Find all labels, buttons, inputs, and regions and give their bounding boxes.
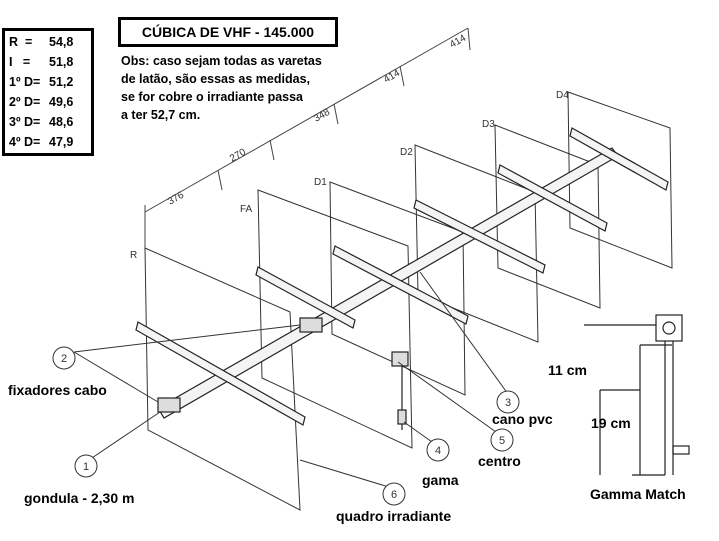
callout-number-3: 3	[505, 397, 511, 409]
driven-bar	[255, 266, 356, 329]
spacing-3: 348	[312, 107, 332, 125]
callout-number-6: 6	[391, 489, 397, 501]
note-line: de latão, são essas as medidas,	[121, 72, 310, 86]
callout-number-2: 2	[61, 353, 67, 365]
director-2-bar	[413, 199, 546, 274]
dimension-label: 1º D=	[9, 75, 41, 89]
gamma-dimension-19: 19 cm	[591, 415, 631, 431]
label-d3: D3	[482, 119, 495, 130]
callout-circle-2	[52, 346, 76, 370]
director-4-bar	[569, 127, 669, 191]
callout-circle-6	[382, 482, 406, 506]
dimension-label: I =	[9, 55, 31, 69]
callout-circle-5	[490, 428, 514, 452]
dimension-label: R =	[9, 35, 33, 49]
label-fixadores-cabo: fixadores cabo	[8, 382, 107, 398]
label-d4: D4	[556, 90, 569, 101]
label-d1: D1	[314, 177, 327, 188]
spacing-5: 414	[448, 33, 468, 51]
dimension-label: 2º D=	[9, 95, 41, 109]
director-1-plane	[329, 181, 466, 396]
gamma-match-caption: Gamma Match	[590, 486, 686, 502]
label-gondula: gondula - 2,30 m	[24, 490, 135, 506]
dimension-label: 3º D=	[9, 115, 41, 129]
note-line: a ter 52,7 cm.	[121, 108, 201, 122]
dimension-value: 51,2	[49, 75, 74, 89]
gamma-dimension-11: 11 cm	[548, 362, 587, 378]
dimension-value: 49,6	[49, 95, 74, 109]
dimension-label: 4º D=	[9, 135, 41, 149]
spacing-4: 414	[382, 68, 402, 86]
callout-number-5: 5	[499, 435, 505, 447]
spacing-2: 270	[228, 147, 248, 165]
label-fa: FA	[240, 204, 253, 215]
diagram-title: CÚBICA DE VHF - 145.000	[118, 17, 338, 47]
radiator-center-block	[299, 317, 323, 333]
label-d2: D2	[400, 147, 413, 158]
callout-circle-1	[74, 454, 98, 478]
gamma-box	[391, 351, 409, 367]
dimension-value: 51,8	[49, 55, 74, 69]
callout-number-1: 1	[83, 461, 89, 473]
director-2-plane	[414, 144, 539, 343]
dimension-value: 47,9	[49, 135, 74, 149]
label-centro: centro	[478, 453, 521, 469]
note-line: Obs: caso sejam todas as varetas	[121, 54, 322, 68]
dimensions-box: R = 54,8 I = 51,8 1º D= 51,2 2º D= 49,6 3º D…	[2, 28, 94, 156]
dimension-value: 48,6	[49, 115, 74, 129]
director-1-bar	[332, 245, 469, 325]
label-quadro-irradiante: quadro irradiante	[336, 508, 452, 524]
gondola-clamp	[157, 397, 181, 413]
callout-number-4: 4	[435, 445, 441, 457]
spacing-1: 376	[166, 190, 186, 208]
spacing-dimension-line	[144, 27, 471, 248]
callout-circle-3	[496, 390, 520, 414]
label-gama: gama	[422, 472, 459, 488]
driven-element-plane	[257, 189, 413, 449]
label-cano-pvc: cano pvc	[492, 411, 553, 427]
reflector-plane	[144, 247, 301, 511]
note-line: se for cobre o irradiante passa	[121, 90, 304, 104]
callout-circle-4	[426, 438, 450, 462]
reflector-bar	[135, 321, 306, 426]
director-3-bar	[497, 164, 608, 232]
label-r: R	[130, 250, 137, 261]
dimension-value: 54,8	[49, 35, 74, 49]
gamma-match-detail	[584, 314, 690, 476]
